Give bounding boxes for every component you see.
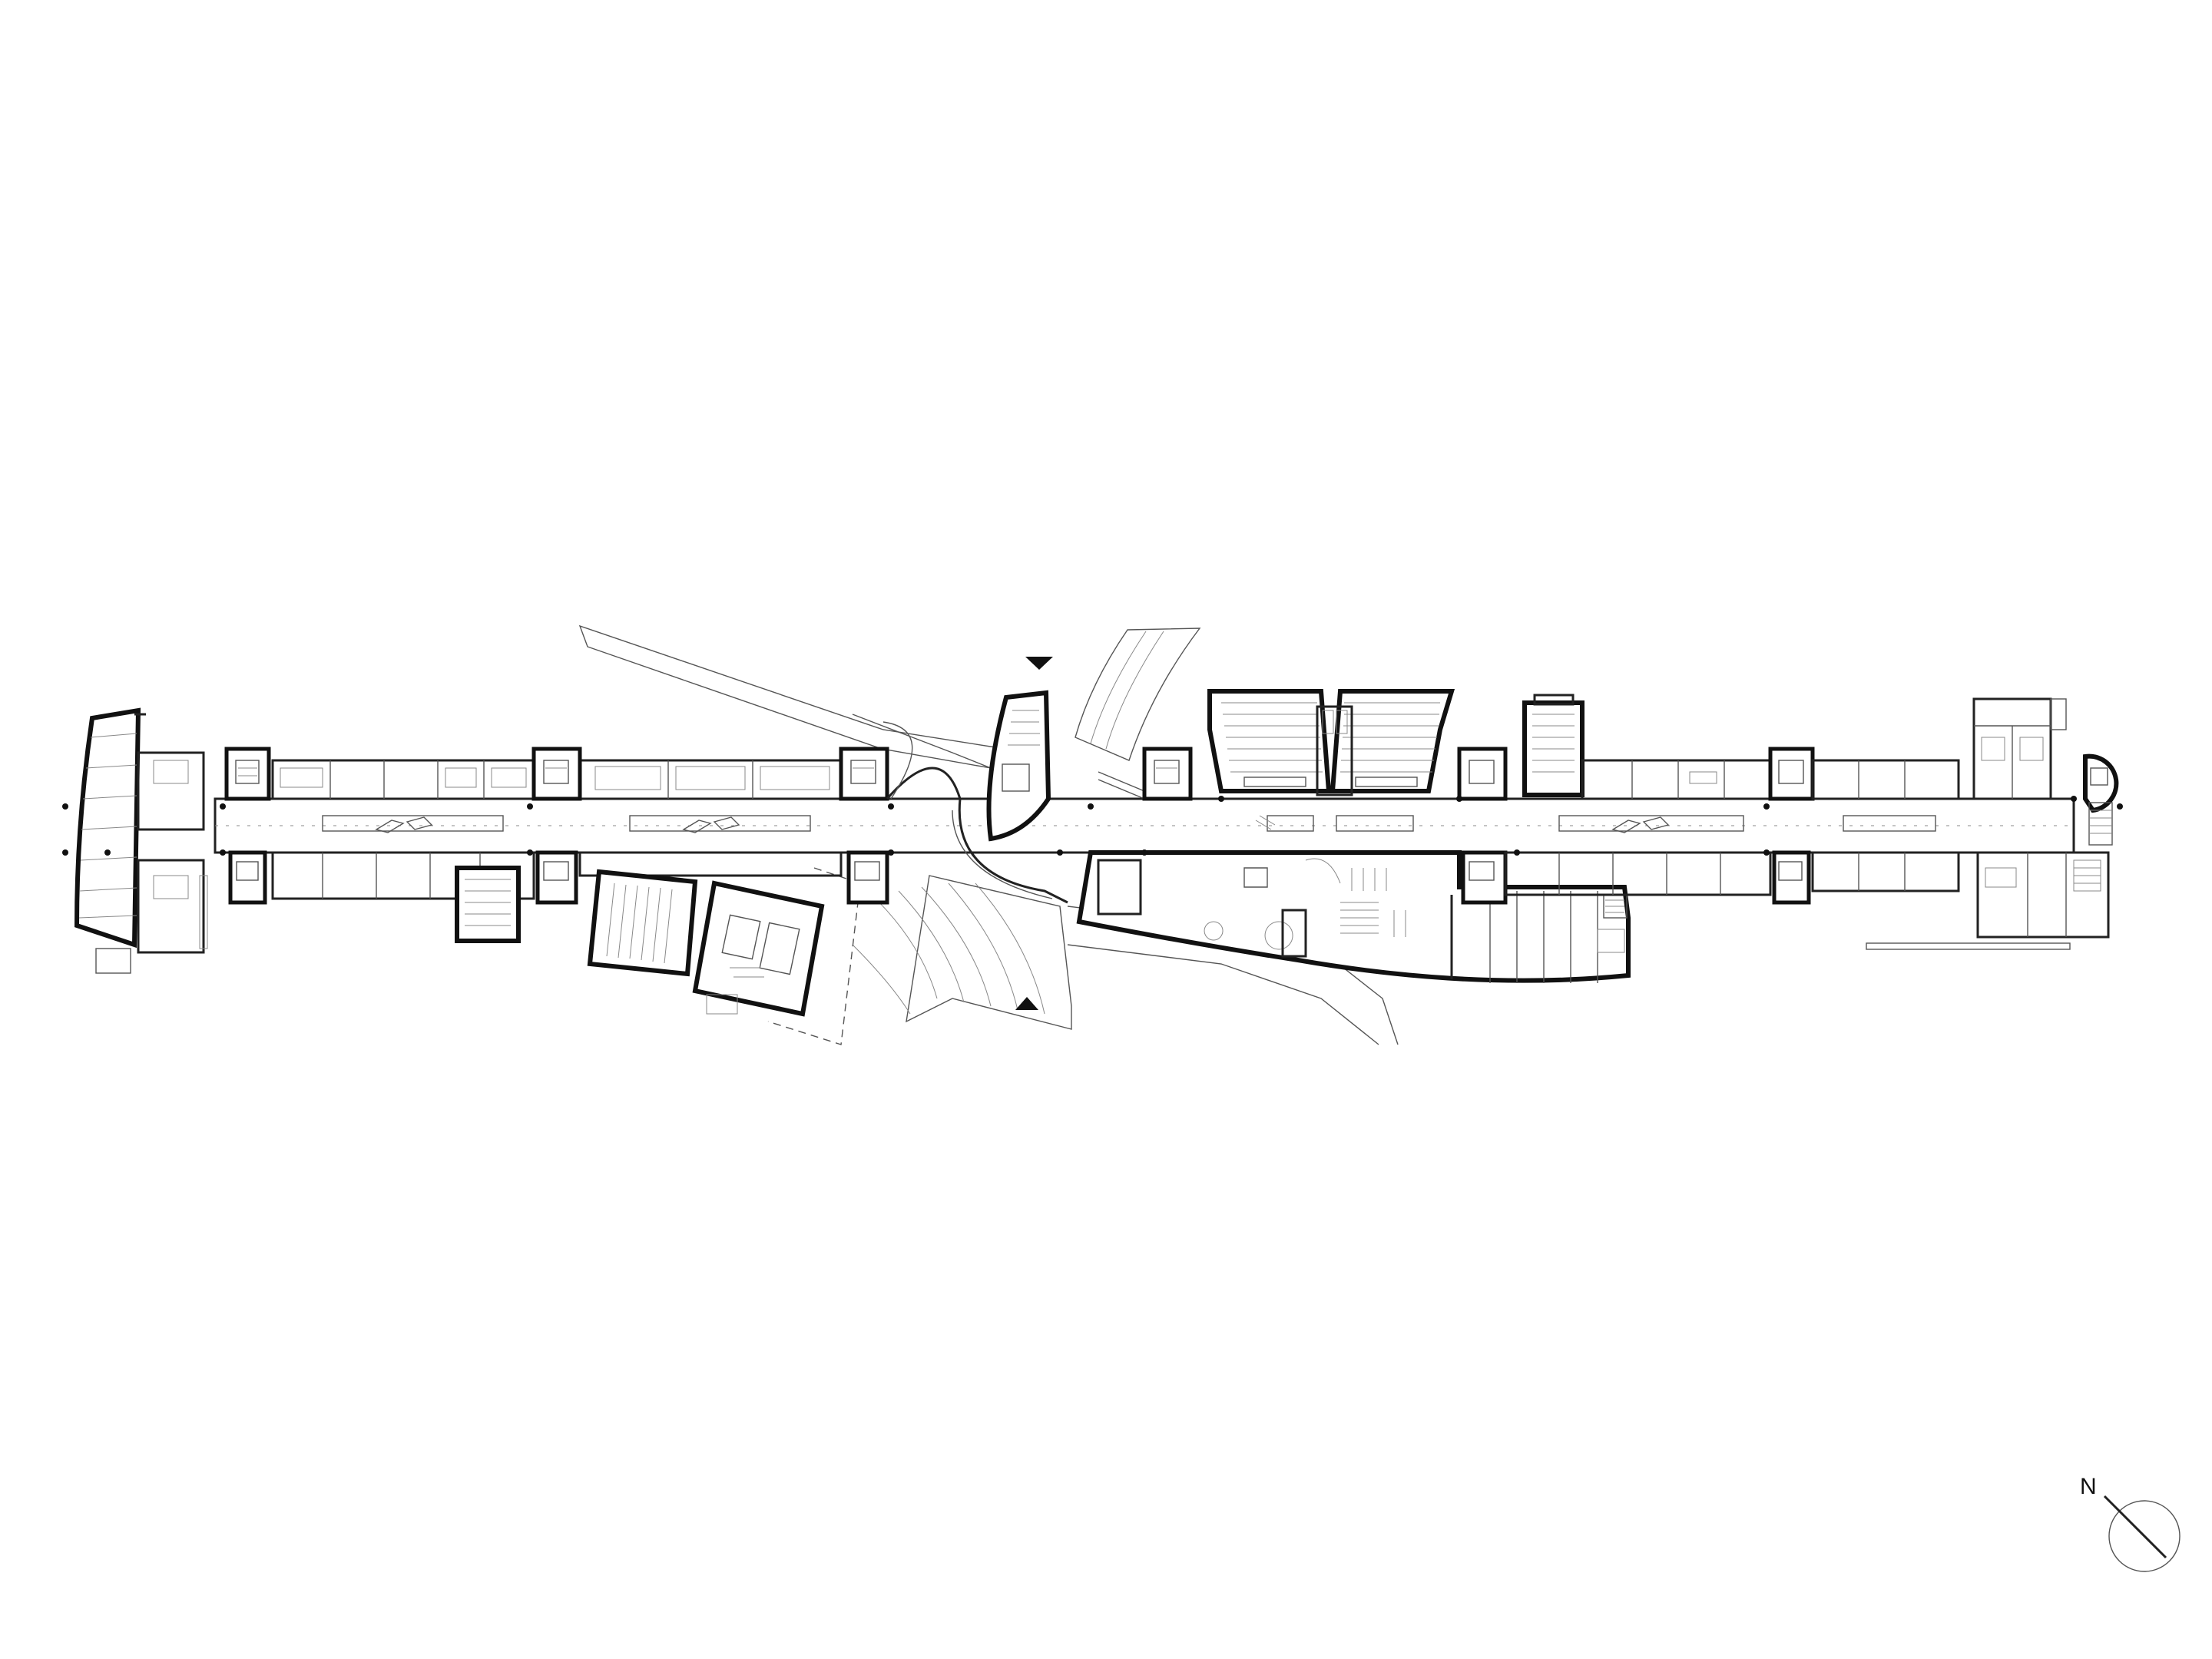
corridor-void-3 xyxy=(1255,815,1414,832)
core-2-south xyxy=(535,850,578,905)
east-end-block-north xyxy=(1972,697,2067,800)
north-label: N xyxy=(2080,1474,2097,1499)
core-4-north xyxy=(1142,747,1193,801)
classroom-block-6-north xyxy=(1811,759,1960,800)
lecture-hall-rotated-2 xyxy=(692,880,825,1017)
corridor-void-4 xyxy=(1558,815,1744,833)
corridor-void-1 xyxy=(322,815,504,833)
library-wing xyxy=(1076,850,1631,983)
corridor-void-2 xyxy=(629,815,811,833)
auditorium-3 xyxy=(1522,694,1584,797)
structural-columns xyxy=(62,796,2123,856)
dashed-boundary xyxy=(767,867,861,1045)
classroom-block-5-south xyxy=(1504,851,1772,896)
lecture-hall-rotated-1 xyxy=(587,869,698,977)
core-1-south xyxy=(228,850,267,905)
classroom-block-2-north xyxy=(578,759,843,800)
core-3-north xyxy=(839,747,889,801)
core-6-south xyxy=(1772,850,1811,905)
lecture-room-small xyxy=(455,866,521,943)
core-2-north xyxy=(531,747,582,801)
auditorium-2 xyxy=(1330,689,1455,793)
core-3-south xyxy=(846,850,889,905)
entrance-walkway-north xyxy=(578,624,996,769)
corridor-void-5 xyxy=(1843,815,1936,832)
main-corridor xyxy=(214,797,2075,854)
auditorium-1 xyxy=(1207,689,1332,793)
east-circular-stair xyxy=(2083,753,2119,813)
west-wing xyxy=(74,707,208,974)
classroom-block-2-south xyxy=(578,851,843,877)
classroom-block-6-south xyxy=(1811,851,1960,892)
entrance-triangle-down-icon xyxy=(1025,657,1053,670)
north-arrow-icon xyxy=(2108,1500,2181,1572)
core-5-north xyxy=(1457,747,1508,801)
core-6-north xyxy=(1768,747,1815,801)
east-end-block-south xyxy=(1976,851,2110,939)
entrance-walkway-south xyxy=(852,875,1399,1045)
north-arrow: N xyxy=(2080,1474,2181,1572)
entrance-walkway-northeast xyxy=(1075,628,1201,761)
entrance-triangle-up-icon xyxy=(1015,997,1038,1010)
core-5-south xyxy=(1461,850,1508,905)
classroom-block-1-north xyxy=(271,759,535,800)
core-1-north xyxy=(224,747,271,801)
classroom-block-5-north xyxy=(1581,759,1772,800)
entrance-pavilion xyxy=(986,690,1051,842)
stair-near-entrance xyxy=(1098,771,1145,800)
stair-west-lecture xyxy=(706,994,738,1015)
east-exterior-stair xyxy=(2088,802,2113,846)
east-ramp xyxy=(1866,942,2071,950)
entrance-hall xyxy=(882,721,1068,904)
auditorium-lobby xyxy=(1316,705,1353,796)
